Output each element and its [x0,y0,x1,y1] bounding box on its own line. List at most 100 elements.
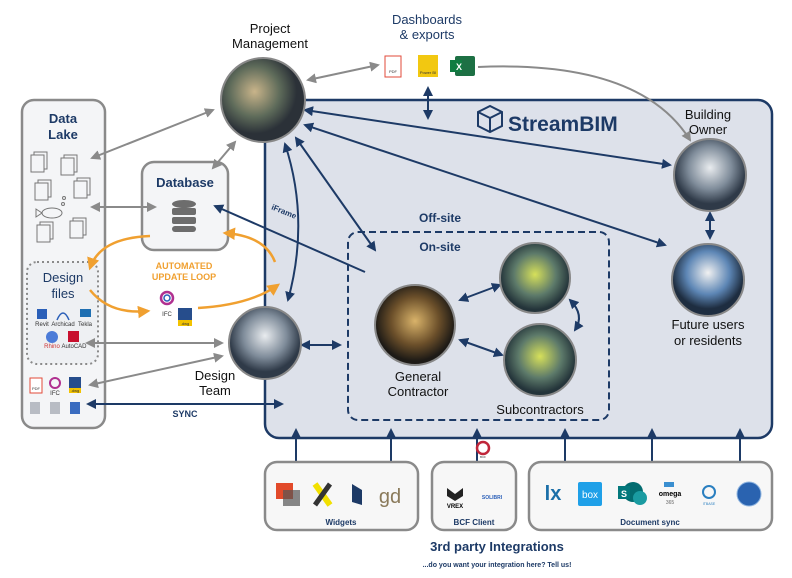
bcf-client-label: BCF Client [454,518,495,527]
lx-logo-icon: lx [545,483,562,505]
document-stack-icons [30,151,91,243]
building-owner-photo [673,138,747,212]
ifc-file-icon: IFC [49,377,61,397]
widget-building-logo-icon [352,484,362,505]
loop-arrow [197,283,281,310]
integrations-subtitle[interactable]: ...do you want your integration here? Te… [423,562,572,569]
design-files-title-2: files [51,286,75,301]
itbase-logo: ITBASE [702,485,716,506]
arrow-pm-dashboards [306,61,380,84]
future-users-label-1: Future users [672,317,745,332]
arrow-gc-sub1 [458,283,502,302]
loop-label-2: UPDATE LOOP [152,272,216,282]
svg-text:365: 365 [666,500,675,506]
widgets-box [263,460,420,532]
database-icon [172,200,196,232]
document-sync-label: Document sync [620,518,680,527]
svg-text:omega: omega [659,491,682,498]
subcontractors-label: Subcontractors [496,402,584,417]
pdf-file-icon: PDF [29,377,43,394]
svg-text:Rhino: Rhino [44,344,60,350]
excel-icon: X [450,56,475,76]
svg-text:IFC: IFC [162,312,172,318]
box-logo: box [578,482,602,506]
pm-label-2: Management [232,36,308,51]
owner-label-1: Building [685,107,731,122]
tekla-icon: Tekla [78,309,93,328]
arrow-gc-sub2 [458,337,504,358]
svg-text:S: S [621,489,627,499]
ifc-icon: IFC [159,290,175,318]
loop-arrow [89,289,151,319]
arrow-exports-team [88,352,224,389]
loop-label-1: AUTOMATED [156,261,213,271]
brand-name: StreamBIM [508,113,618,136]
arrow-pm-future [303,122,667,248]
arrow-sub1-sub2 [568,298,584,332]
power-bi-icon: Power BI [418,55,438,77]
dwg-file-icon: .dwg [69,377,81,393]
vrex-logo: VREX [447,488,463,510]
loop-arrow [222,227,277,263]
gd-logo: gd [379,486,401,508]
svg-text:.dwg: .dwg [181,321,189,326]
rhino-icon: Rhino [44,331,60,350]
dwg-icon: .dwg [178,308,192,326]
onsite-label: On-site [419,240,461,254]
svg-text:PDF: PDF [389,69,398,74]
subcontractors-photo [503,323,577,397]
project-management-photo [220,57,306,143]
design-files-title-1: Design [43,270,83,285]
integrations-title: 3rd party Integrations [430,539,564,554]
widgets-label: Widgets [325,518,357,527]
onsite-worker-photo [499,242,571,314]
svg-text:Tekla: Tekla [78,322,93,328]
widget-x-logo-icon [312,482,333,507]
future-users-photo [671,243,745,317]
archicad-icon: Archicad [51,312,75,328]
svg-text:X: X [456,62,462,72]
future-users-label-2: or residents [674,333,742,348]
svg-text:PDF: PDF [32,386,41,391]
owner-label-2: Owner [689,122,728,137]
svg-text:VREX: VREX [447,504,463,510]
loop-arrow [87,234,151,271]
design-team-photo [228,306,302,380]
globe-sync-icon [736,481,762,507]
solibri-logo: SOLIBRI [482,495,503,501]
sync-label: SYNC [172,409,198,419]
data-lake-title-1: Data [49,111,78,126]
svg-text:Archicad: Archicad [51,322,74,328]
integration-request-link[interactable]: ...do you want your integration here? Te… [423,562,572,569]
database-title: Database [156,175,214,190]
arrow-pm-db [211,140,237,170]
data-lake-title-2: Lake [48,127,78,142]
widget-logo-icon [283,490,300,506]
svg-text:ITBASE: ITBASE [703,502,716,506]
svg-text:.dwg: .dwg [71,388,79,393]
sharepoint-logo: S [618,482,647,505]
file-icon [70,402,80,414]
dashboards-title-1: Dashboards [392,12,463,27]
dashboards-title-2: & exports [400,27,455,42]
pdf-icon: PDF [384,55,402,78]
svg-text:BCF: BCF [480,455,486,459]
fish-icon [35,196,66,219]
document-sync-box [527,460,774,532]
bcf-client-box [430,460,518,532]
autocad-icon: AutoCAD [61,331,87,350]
gc-label-2: Contractor [388,384,449,399]
revit-icon: Revit [35,309,49,328]
bcf-badge-icon: BCF [475,440,491,459]
svg-text:Revit: Revit [35,322,49,328]
file-icon [30,402,40,414]
file-icon [50,402,60,414]
general-contractor-photo [374,284,456,366]
svg-text:Power BI: Power BI [420,70,436,75]
design-team-label-1: Design [195,368,235,383]
arrow-datalake-pm [90,108,215,160]
pm-label-1: Project [250,21,291,36]
omega365-logo: omega 365 [659,482,682,506]
arrow-dashboards-owner [477,65,692,142]
